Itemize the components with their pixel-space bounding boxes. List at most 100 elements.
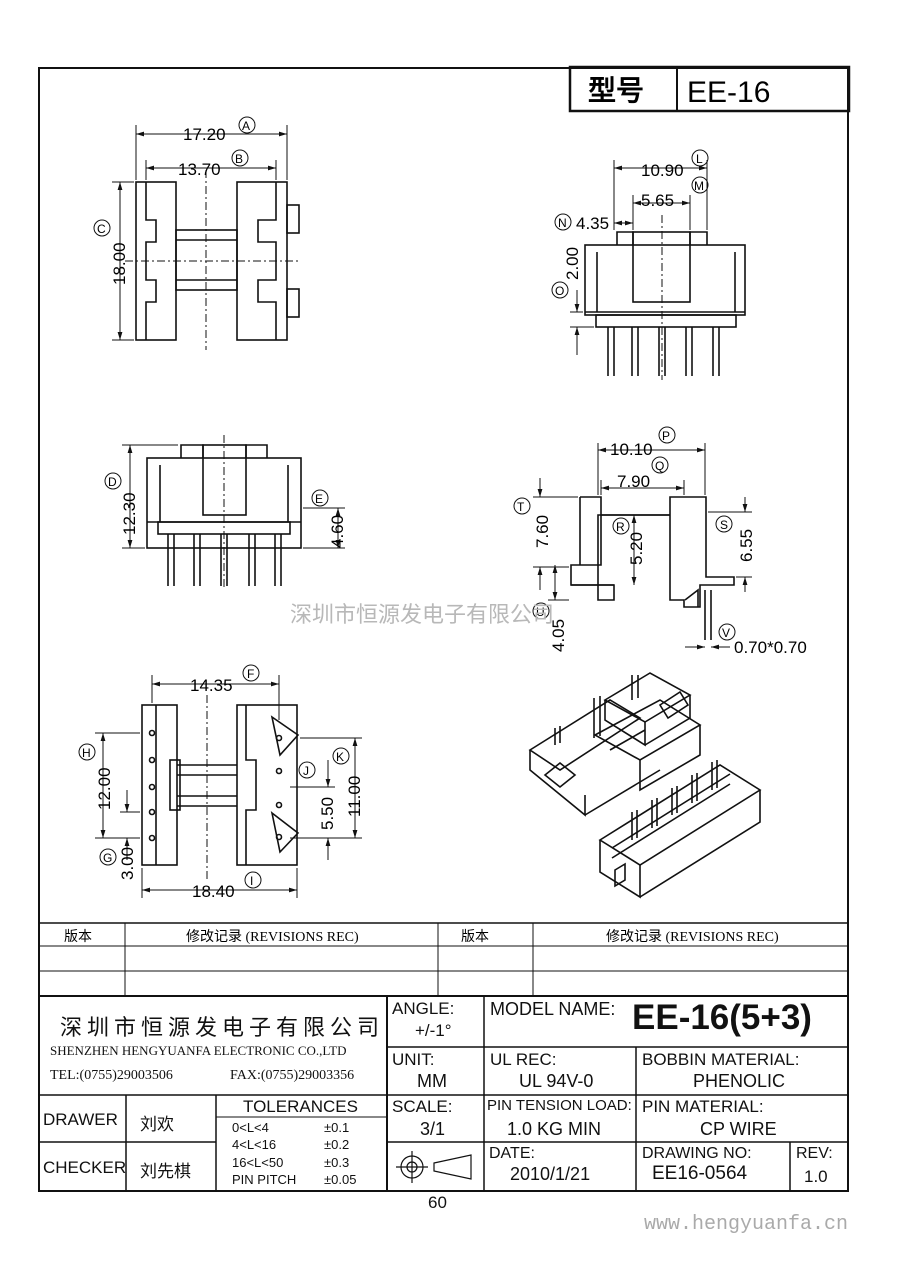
drawing-no-label: DRAWING NO: [642,1145,752,1162]
marker-r-letter: R [616,520,625,534]
scale-label: SCALE: [392,1097,453,1116]
tolerance-value-1: ±0.2 [324,1137,350,1152]
marker-j [298,761,316,779]
marker-q-letter: Q [655,459,664,473]
view-front-dims [570,160,708,355]
rev-value: 1.0 [804,1167,828,1186]
dim-s-value: 6.55 [737,529,756,562]
projection-symbol-icon [396,1151,472,1183]
revisions-version-header-1: 版本 [64,928,92,944]
ul-rec-value: UL 94V-0 [519,1071,594,1091]
dim-t-value: 7.60 [533,515,552,548]
marker-p-letter: P [662,429,670,443]
model-name-value: EE-16(5+3) [632,998,812,1037]
marker-c-letter: C [97,222,106,236]
dim-e-value: 4.60 [328,515,347,548]
revisions-record-header-2: 修改记录 (REVISIONS REC) [606,929,779,945]
angle-value: +/-1° [415,1021,452,1040]
marker-g [99,848,117,866]
dim-j-value: 5.50 [318,797,337,830]
dim-p-value: 10.10 [610,440,653,459]
title-block [38,995,849,1192]
marker-b-letter: B [235,152,243,166]
tolerance-range-3: PIN PITCH [232,1172,297,1187]
view-bottom-dims [95,675,362,898]
ul-rec-label: UL REC: [490,1050,557,1069]
watermark: 深圳市恒源发电子有限公司 [290,602,554,627]
view-top-dims [112,125,288,341]
tolerance-value-0: ±0.1 [324,1120,350,1135]
revisions-table: 版本 修改记录 (REVISIONS REC) 版本 修改记录 (REVISIO… [38,922,849,996]
marker-i-letter: I [250,874,253,888]
pin-material-value: CP WIRE [700,1119,777,1139]
dim-d-value: 12.30 [120,492,139,535]
marker-o [551,281,569,299]
model-title-code: EE-16 [687,76,770,109]
view-side-left [146,435,302,590]
unit-value: MM [417,1071,447,1091]
marker-v-letter: V [722,626,730,640]
marker-n-letter: N [558,216,567,230]
marker-e [311,489,329,507]
company-tel: TEL:(0755)29003506 [50,1068,173,1083]
page-number: 60 [428,1193,447,1212]
marker-d-letter: D [108,475,117,489]
marker-j-letter: J [303,764,309,778]
marker-o-letter: O [555,284,564,298]
marker-u-letter: U [536,605,545,619]
scale-value: 3/1 [420,1119,446,1139]
dim-m-value: 5.65 [641,191,674,210]
marker-t [513,497,531,515]
date-value: 2010/1/21 [510,1164,591,1184]
dim-r-value: 5.20 [627,532,646,565]
dim-h-value: 12.00 [95,767,114,810]
marker-v [718,623,736,641]
drawer-label: DRAWER [43,1110,118,1129]
view-section-dims [533,443,752,650]
company-name-cn: 深圳市恒源发电子有限公司 [60,1015,385,1040]
marker-d [104,472,122,490]
dim-a-value: 17.20 [183,125,226,144]
dim-u-value: 4.05 [549,619,568,652]
marker-q [651,456,669,474]
marker-m [691,176,709,194]
view-front [584,215,746,380]
drawing-no-value: EE16-0564 [652,1163,748,1184]
pin-tension-label: PIN TENSION LOAD: [487,1097,632,1114]
dim-i-value: 18.40 [192,882,235,901]
marker-a-letter: A [242,119,250,133]
dim-o-value: 2.00 [563,247,582,280]
marker-k [332,747,350,765]
angle-label: ANGLE: [392,999,455,1018]
marker-h-letter: H [82,746,91,760]
drawer-value: 刘欢 [140,1115,174,1134]
checker-label: CHECKER [43,1158,127,1177]
model-name-label: MODEL NAME: [490,999,616,1019]
marker-c [93,219,111,237]
dim-l-value: 10.90 [641,161,684,180]
tolerance-range-2: 16<L<50 [232,1155,284,1170]
drawing-sheet [38,67,849,1192]
company-fax: FAX:(0755)29003356 [230,1068,355,1083]
view-isometric [528,672,762,899]
marker-n [554,213,572,231]
company-name-en: SHENZHEN HENGYUANFA ELECTRONIC CO.,LTD [50,1043,347,1058]
unit-label: UNIT: [392,1050,435,1069]
marker-r [612,517,630,535]
date-label: DATE: [489,1145,535,1162]
marker-h [78,743,96,761]
view-section [570,496,735,640]
marker-e-letter: E [315,492,323,506]
marker-t-letter: T [517,500,525,514]
dim-f-value: 14.35 [190,676,233,695]
website: www.hengyuanfa.cn [644,1213,849,1236]
pin-material-label: PIN MATERIAL: [642,1097,764,1116]
dim-n-value: 4.35 [576,214,609,233]
dim-k-value: 11.00 [345,776,364,817]
view-side-left-dims [122,444,345,549]
dim-c-value: 18.00 [110,242,129,285]
marker-b [231,149,249,167]
tolerance-range-1: 4<L<16 [232,1137,277,1152]
dim-g-value: 3.00 [118,847,137,880]
